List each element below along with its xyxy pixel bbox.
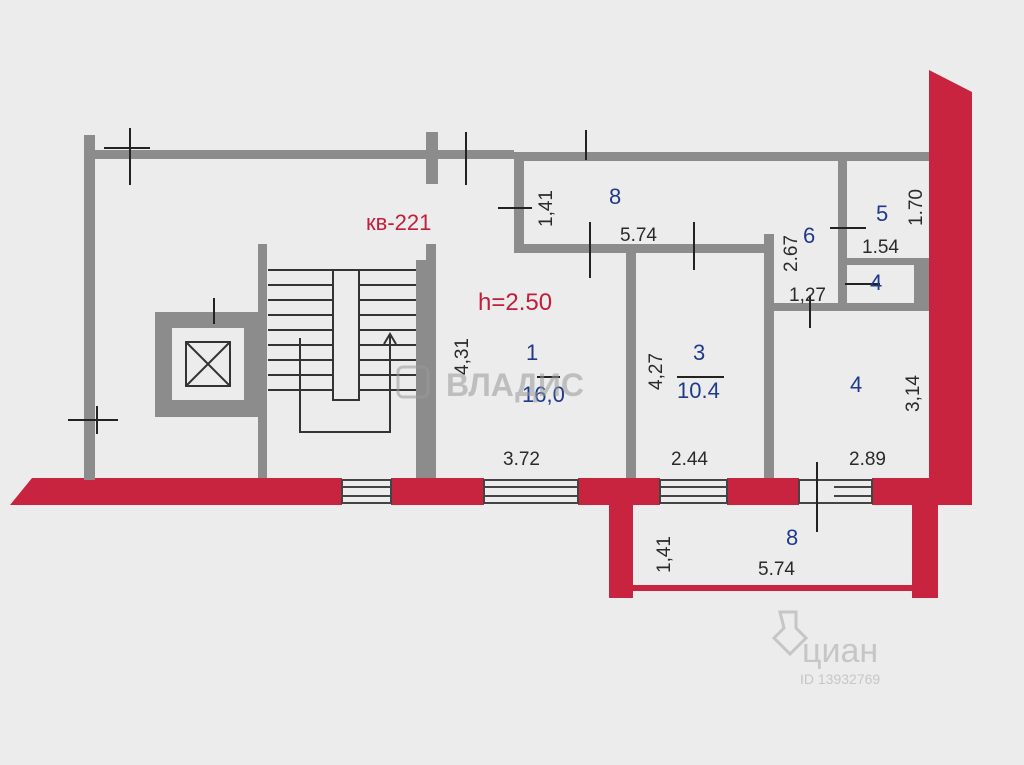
- room-5-number: 5: [876, 201, 888, 226]
- exterior-walls: [10, 70, 972, 598]
- vladis-watermark-text: ВЛАДИС: [446, 367, 584, 403]
- cian-logo-icon: [771, 610, 809, 657]
- room-1-length: 4,31: [452, 338, 473, 375]
- room-8-number: 8: [786, 525, 798, 550]
- room7-bottom-wall: [514, 244, 764, 253]
- windows: [341, 479, 873, 504]
- apartment-top-wall: [514, 152, 929, 161]
- room-3-number: 3: [693, 340, 705, 365]
- bottom-wall-seg-3: [578, 478, 660, 505]
- bath-bottom-wall: [774, 303, 929, 311]
- balcony-right-wall: [912, 505, 938, 598]
- room-1-width: 3.72: [503, 449, 540, 470]
- room1-left-wall: [426, 244, 436, 478]
- room-4-small-width: 1,27: [789, 285, 826, 306]
- room-7-length: 1,41: [536, 190, 557, 227]
- corridor-left-wall: [84, 135, 95, 480]
- room5-bottom-wall: [847, 258, 929, 265]
- room-7-width: 5.74: [620, 225, 657, 246]
- balcony-door: [798, 479, 873, 504]
- room-7-number: 8: [609, 184, 621, 209]
- stair-arrowhead: [383, 332, 397, 345]
- room-3-length: 4,27: [646, 353, 667, 390]
- vladis-watermark: ВЛАДИС: [396, 365, 584, 403]
- room1-room3-wall: [626, 253, 636, 478]
- window-3: [659, 479, 728, 504]
- room-1-area: 16,0: [522, 382, 565, 407]
- stair-steps-right: [359, 269, 416, 391]
- cian-watermark: циан ID 13932769: [771, 610, 880, 687]
- window-2: [483, 479, 579, 504]
- bottom-wall-seg-2: [391, 478, 484, 505]
- stair-right-wall: [416, 260, 426, 478]
- apartment-number: кв-221: [366, 210, 431, 235]
- staircase: [268, 269, 416, 433]
- room-6-length: 2.67: [781, 235, 802, 272]
- dimension-ticks: [68, 128, 880, 532]
- balcony-rail: [633, 585, 912, 591]
- room-8-width: 5.74: [758, 559, 795, 580]
- stair-well: [332, 269, 360, 401]
- room-4-length: 3,14: [903, 375, 924, 412]
- elevator-icon: [172, 328, 244, 400]
- bath-left-wall: [838, 161, 847, 311]
- duct: [914, 265, 929, 305]
- corridor-top-wall: [84, 150, 514, 159]
- stair-left-wall: [258, 244, 267, 478]
- room-8-length: 1,41: [654, 536, 675, 573]
- room-6-number: 6: [803, 223, 815, 248]
- room3-right-wall: [764, 234, 774, 478]
- room-3-area: 10.4: [677, 378, 720, 403]
- corridor-wall-post: [426, 132, 438, 184]
- bottom-wall-seg-5: [872, 478, 972, 505]
- room7-left-wall: [514, 152, 524, 244]
- vladis-logo-icon: [396, 365, 430, 399]
- room-4-width: 2.89: [849, 449, 886, 470]
- ceiling-height: h=2.50: [478, 289, 552, 316]
- balcony-left-wall: [609, 505, 633, 598]
- window-1: [341, 479, 392, 504]
- right-exterior-wall: [929, 70, 972, 505]
- cian-id-text: ID 13932769: [800, 671, 880, 687]
- bottom-wall-left: [10, 478, 342, 505]
- room-5-width: 1.54: [862, 237, 899, 258]
- room-1-number: 1: [526, 340, 538, 365]
- room-4-small-number: 4: [870, 270, 882, 295]
- room-5-length: 1.70: [906, 189, 927, 226]
- bottom-wall-seg-4: [727, 478, 799, 505]
- room-4-number: 4: [850, 372, 862, 397]
- cian-watermark-text: циан: [802, 632, 878, 670]
- room-3-width: 2.44: [671, 449, 708, 470]
